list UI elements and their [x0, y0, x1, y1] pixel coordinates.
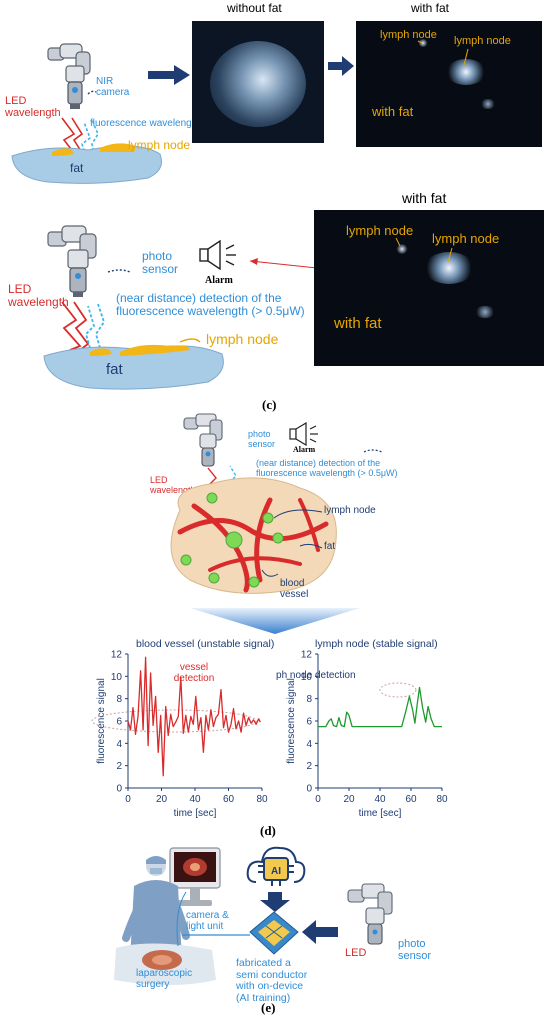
annotation-label: vessel: [180, 662, 208, 673]
y-tick-label: 6: [116, 717, 122, 728]
surgeon-illustration: [114, 847, 221, 985]
with-fat-title: with fat: [402, 190, 447, 206]
y-tick-label: 12: [111, 650, 123, 661]
lymph-node-image-label-1: lymph node: [346, 223, 414, 238]
arrow-down-icon: [260, 892, 290, 912]
arrow-right-icon: [328, 56, 354, 76]
connector-line: [182, 934, 250, 936]
lymph-node-label: lymph node: [324, 505, 376, 516]
annotation-label: lymph node detection: [276, 670, 356, 681]
y-tick-label: 0: [116, 784, 122, 795]
y-tick-label: 12: [301, 650, 313, 661]
y-axis-label: fluorescence signal: [96, 678, 107, 764]
fat-label: fat: [324, 541, 336, 552]
lymph-node-image-label-2: lymph node: [454, 35, 511, 47]
without-fat-title: without fat: [227, 1, 282, 15]
x-axis-label: time [sec]: [174, 808, 217, 819]
caption-d: (d): [260, 823, 276, 838]
fluorescence-wavelength-label: fluorescence wavelength: [90, 118, 201, 129]
lymph-node-label: lymph node: [128, 138, 191, 152]
x-tick-label: 0: [125, 794, 131, 805]
x-axis-label: time [sec]: [359, 808, 402, 819]
x-tick-label: 20: [343, 794, 355, 805]
y-tick-label: 10: [111, 672, 123, 683]
x-tick-label: 20: [156, 794, 168, 805]
without-fat-image: [192, 21, 324, 143]
fat-label: fat: [70, 161, 84, 175]
fat-label: fat: [106, 361, 123, 378]
y-tick-label: 8: [306, 694, 312, 705]
x-tick-label: 0: [315, 794, 321, 805]
ai-chip-label: AI: [271, 866, 281, 877]
robot-arm-icon: [47, 225, 97, 297]
ai-chip-cloud-icon: AI: [246, 846, 306, 886]
robot-arm-icon: [47, 43, 91, 109]
panel-c-beams: [61, 258, 330, 351]
chart-title-1: blood vessel (unstable signal): [136, 638, 275, 650]
detection-ellipse: [379, 682, 417, 698]
x-tick-label: 60: [223, 794, 235, 805]
fat-tissue: [43, 344, 224, 390]
robot-arm-icon: [347, 883, 393, 945]
tissue-diagram: [170, 449, 383, 594]
arrow-left-icon: [302, 920, 338, 944]
series-line: [318, 686, 442, 728]
caption-e: (e): [261, 1000, 276, 1015]
speaker-icon: [199, 240, 236, 270]
y-tick-label: 4: [116, 739, 122, 750]
detection-ellipse: [91, 709, 257, 733]
y-tick-label: 8: [116, 694, 122, 705]
y-tick-label: 4: [306, 739, 312, 750]
x-tick-label: 60: [405, 794, 417, 805]
series-line: [127, 656, 261, 777]
led-label: LED: [345, 947, 367, 959]
x-tick-label: 40: [374, 794, 386, 805]
with-fat-title: with fat: [411, 1, 450, 15]
arrow-right-icon: [148, 65, 190, 85]
camera-light-unit-label: camera &light unit: [186, 910, 229, 932]
caption-c: (c): [262, 397, 277, 412]
alarm-label: Alarm: [205, 275, 233, 286]
chart-lymph-node: 0 2 4 6 8 10 12 0 20 40 60 80 time [sec] fluorescence…: [276, 650, 448, 820]
alarm-label: Alarm: [293, 445, 316, 454]
x-tick-label: 80: [256, 794, 268, 805]
y-tick-label: 2: [306, 761, 312, 772]
y-axis-label: fluorescence signal: [286, 678, 297, 764]
lymph-node-label: lymph node: [206, 331, 279, 347]
with-fat-image-label: with fat: [334, 315, 382, 332]
with-fat-image-label: with fat: [372, 104, 414, 119]
with-fat-image: lymph node lymph node with fat: [356, 21, 542, 147]
x-tick-label: 40: [189, 794, 201, 805]
fat-tissue: [11, 143, 162, 184]
y-tick-label: 0: [306, 784, 312, 795]
camera-light-pointer: [176, 891, 187, 947]
y-tick-label: 6: [306, 717, 312, 728]
annotation-label: detection: [174, 673, 215, 684]
lymph-node-image-label-2: lymph node: [432, 231, 500, 246]
speaker-icon: [289, 422, 318, 446]
x-tick-label: 80: [436, 794, 448, 805]
semiconductor-icon: [249, 911, 299, 955]
y-tick-label: 10: [301, 672, 313, 683]
robot-arm-icon: [183, 413, 223, 467]
lymph-node-image-label-1: lymph node: [380, 29, 437, 41]
y-tick-label: 2: [116, 761, 122, 772]
down-arrow-icon: [190, 608, 360, 634]
chart-title-2: lymph node (stable signal): [315, 638, 438, 650]
chart-blood-vessel: 0 2 4 6 8 10 12 0 20 40 60 80 time [sec] fluorescence…: [91, 650, 268, 819]
with-fat-image: lymph node lymph node with fat: [314, 210, 544, 366]
